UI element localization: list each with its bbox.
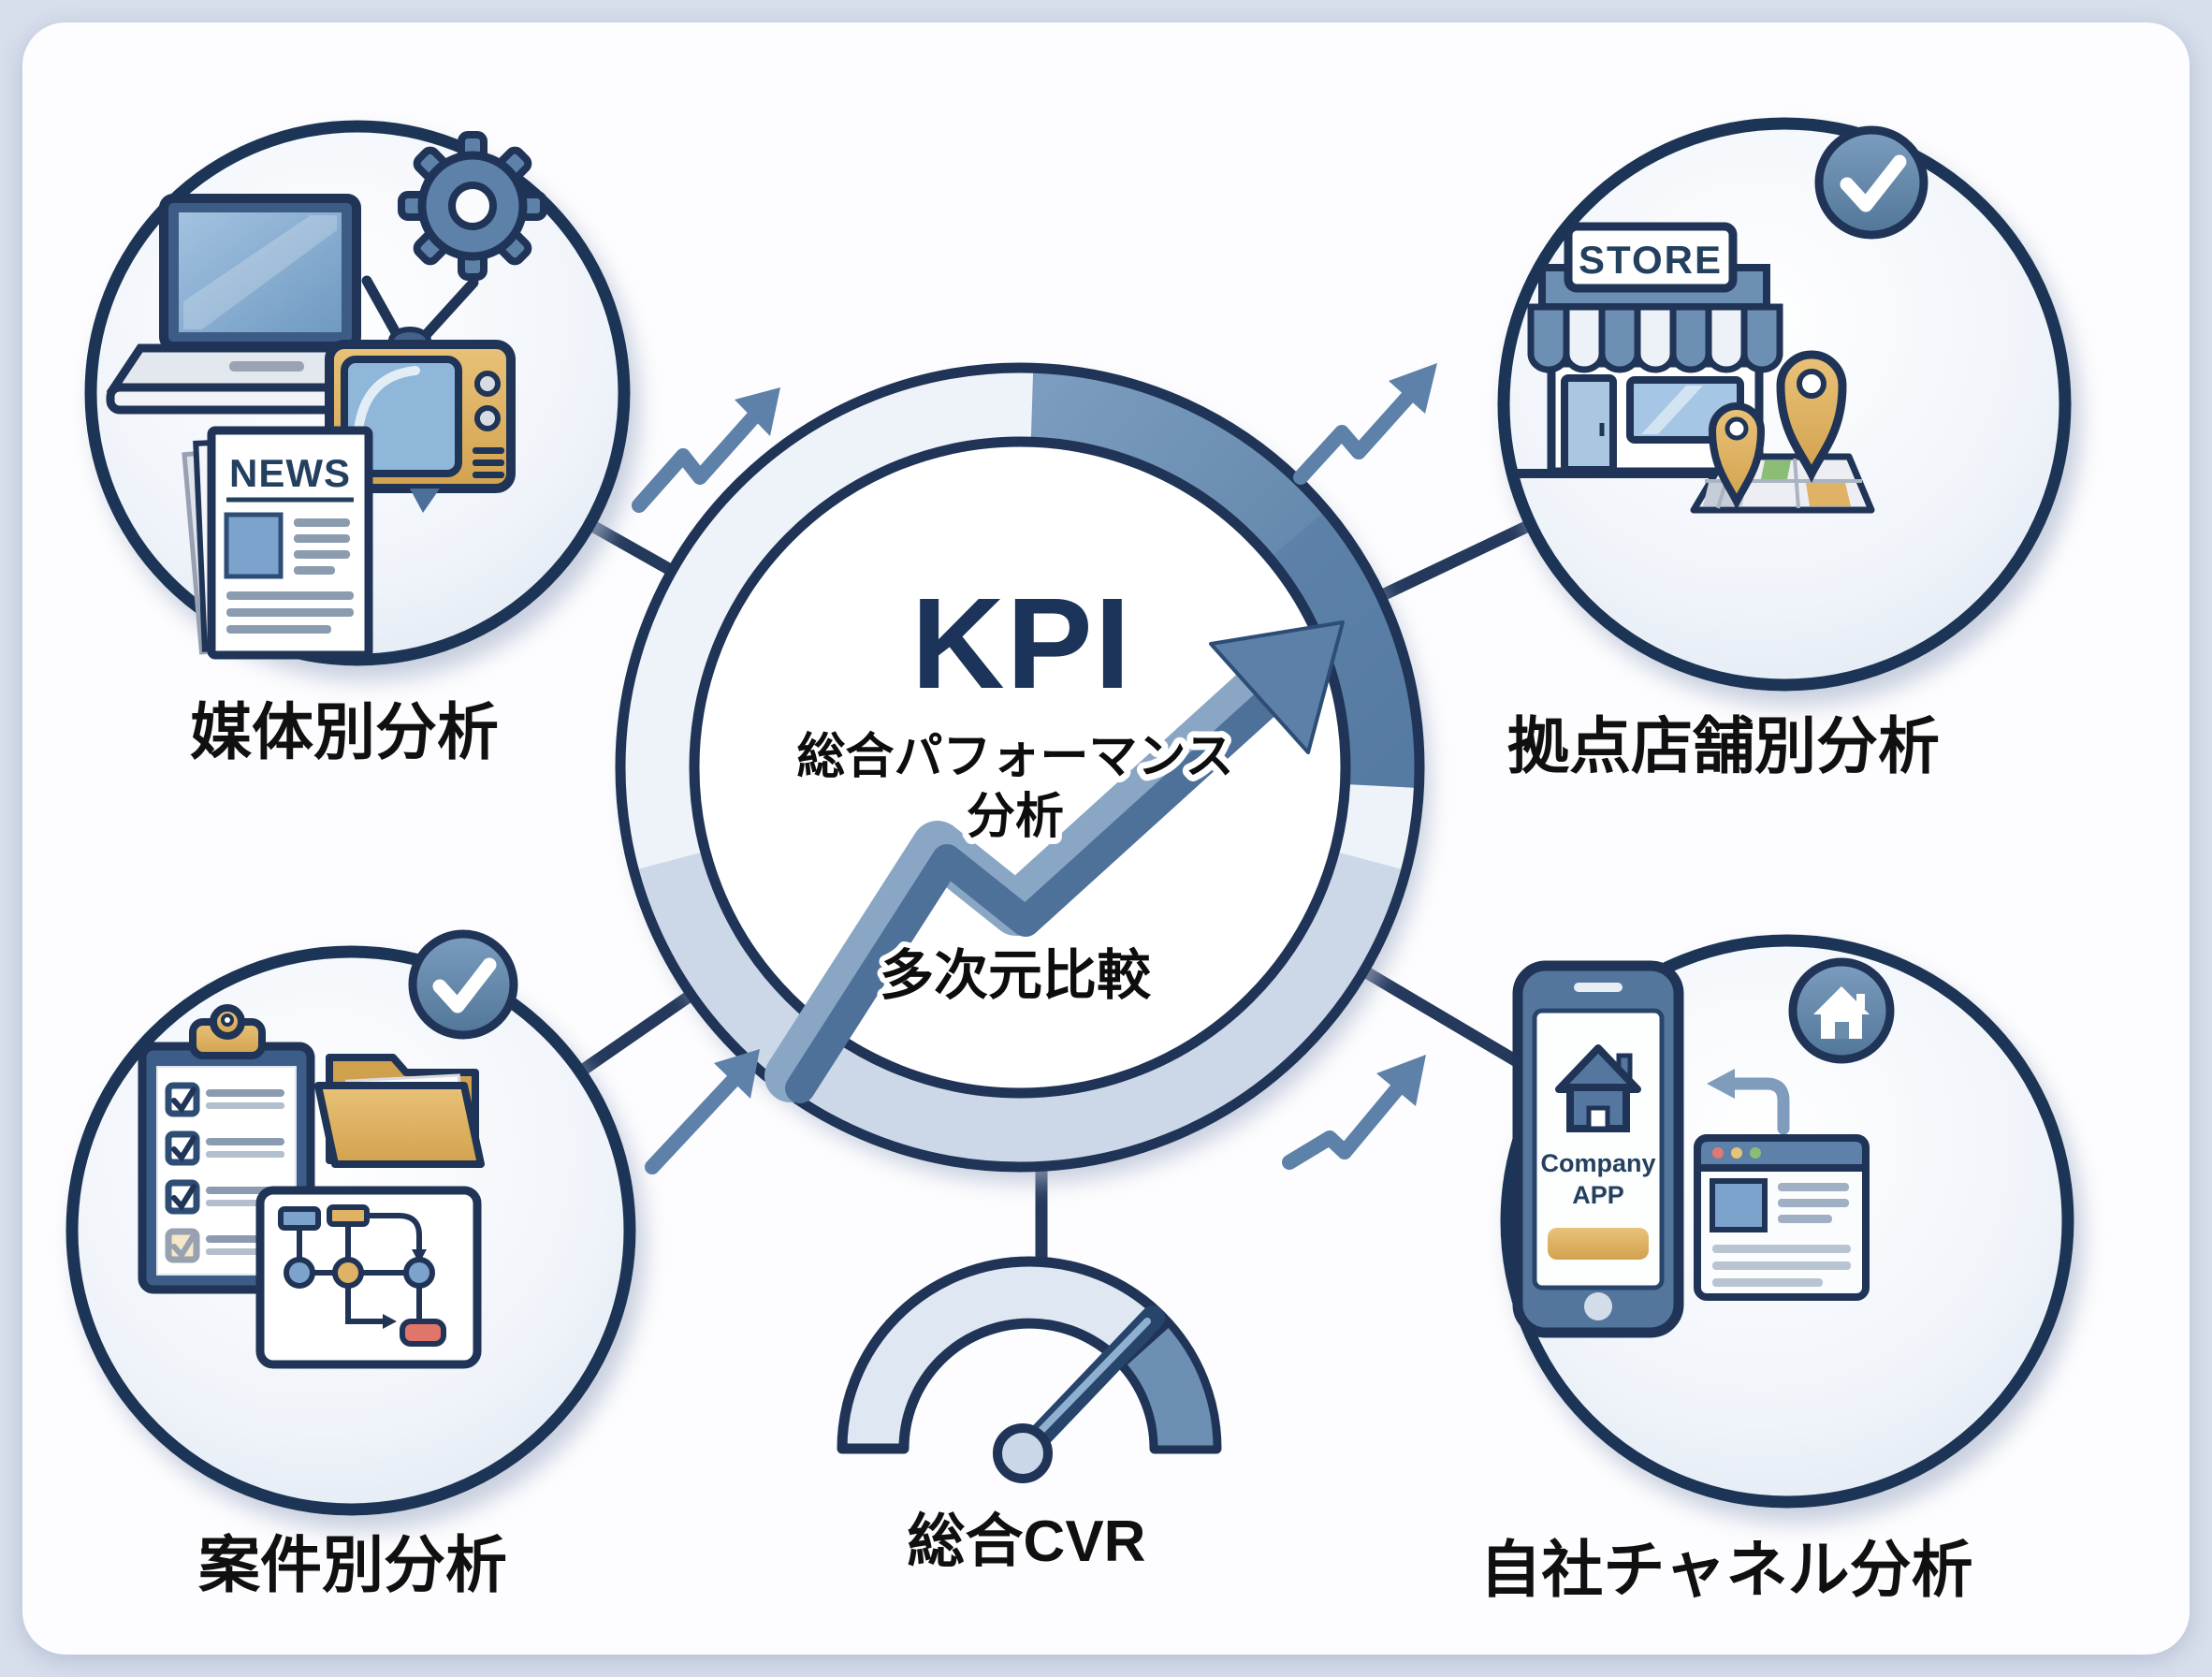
home-icon (1555, 1044, 1641, 1132)
kpi-trend-arrow-icon (764, 620, 1345, 1103)
trend-arrow-icon-channel (1282, 1055, 1426, 1170)
channel-home-badge-icon (1788, 957, 1895, 1064)
smartphone-icon: Company APP (1512, 960, 1684, 1338)
home-button (1584, 1292, 1612, 1320)
return-arrow-icon (1707, 1069, 1790, 1135)
media-icons-scene: NEWS (106, 131, 547, 660)
kpi-subtitle-line1: 総合パフォーマンス (797, 730, 1234, 784)
newspaper-icon: NEWS (182, 426, 373, 660)
gauge-blue-segment (1119, 1320, 1220, 1452)
browser-dot-yellow (1731, 1147, 1742, 1159)
kpi-subtitle-line2: 分析 (967, 790, 1064, 844)
awning-icon (1527, 303, 1783, 373)
kpi-comparison-label: 多次元比較 (880, 945, 1152, 1006)
cvr-gauge-icon (837, 1256, 1222, 1483)
node-label-media: 媒体別分析 (190, 697, 499, 766)
store-check-badge-icon (1814, 125, 1928, 240)
channel-icons-scene: Company APP (1512, 960, 1870, 1338)
tv-icon (325, 275, 516, 513)
folder-icon (314, 1054, 485, 1168)
browser-dot-red (1712, 1147, 1724, 1159)
app-label-line2: APP (1572, 1181, 1624, 1209)
gauge-label: 総合CVR (908, 1509, 1146, 1574)
gauge-needle (993, 1305, 1165, 1483)
node-label-store: 拠点店舗別分析 (1507, 711, 1940, 780)
node-label-project: 案件別分析 (198, 1530, 507, 1599)
mini-trend-arrows (632, 363, 1437, 1174)
browser-window-icon (1694, 1134, 1870, 1301)
app-label-line1: Company (1540, 1149, 1655, 1177)
app-button (1548, 1228, 1649, 1260)
gear-icon (398, 131, 547, 281)
node-label-channel: 自社チャネル分析 (1479, 1535, 1972, 1604)
trend-arrow-icon-store (1293, 363, 1437, 485)
project-icons-scene (138, 1004, 485, 1369)
storefront-icon: STORE (1511, 222, 1790, 478)
store-icons-scene: STORE (1511, 222, 1875, 514)
laptop-icon (106, 194, 416, 415)
flowchart-icon (255, 1186, 482, 1369)
check-icon (432, 957, 497, 1013)
trend-arrow-icon-project (645, 1049, 760, 1174)
map-pin-icon (1708, 350, 1847, 510)
project-check-badge-icon (408, 929, 518, 1040)
store-sign-text: STORE (1579, 238, 1723, 282)
kpi-title: KPI (911, 572, 1132, 716)
check-icon (1840, 154, 1907, 212)
ring-bottom-segment (633, 851, 1407, 1169)
browser-dot-green (1750, 1147, 1761, 1159)
trend-arrow-icon-media (632, 387, 780, 513)
home-icon (1813, 986, 1870, 1039)
newspaper-title: NEWS (229, 451, 351, 495)
central-kpi-circle (615, 362, 1425, 1173)
store-door (1561, 374, 1617, 474)
